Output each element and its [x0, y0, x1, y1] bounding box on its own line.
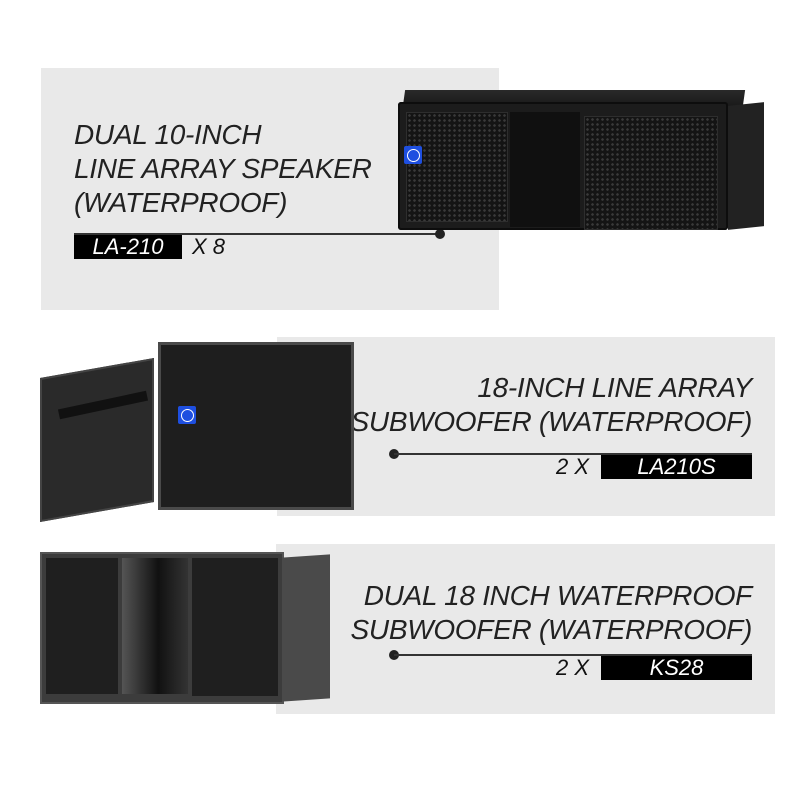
model-badge: KS28	[601, 656, 752, 680]
speaker-grille	[584, 116, 718, 230]
title-line: DUAL 10-INCH	[74, 119, 262, 150]
connector-dot	[435, 229, 445, 239]
connector-line	[74, 233, 440, 235]
product-title-ks28: DUAL 18 INCH WATERPROOF SUBWOOFER (WATER…	[350, 579, 753, 647]
title-line: (WATERPROOF)	[74, 187, 288, 218]
product-title-la210s: 18-INCH LINE ARRAY SUBWOOFER (WATERPROOF…	[350, 371, 753, 439]
product-panel-la210s	[277, 337, 775, 516]
speaker-grille	[46, 558, 118, 694]
model-badge: LA-210	[74, 235, 182, 259]
connector-line	[394, 453, 752, 455]
brand-logo-icon	[178, 406, 196, 424]
product-panel-ks28	[276, 544, 775, 714]
quantity-label: 2 X	[556, 655, 590, 680]
model-badge: LA210S	[601, 455, 752, 479]
product-title-la210: DUAL 10-INCH LINE ARRAY SPEAKER (WATERPR…	[74, 118, 372, 220]
title-line: SUBWOOFER (WATERPROOF)	[350, 614, 753, 645]
dual-18-subwoofer-image	[40, 552, 332, 704]
quantity-label: 2 X	[556, 454, 590, 479]
line-array-speaker-image	[398, 90, 770, 240]
title-line: SUBWOOFER (WATERPROOF)	[350, 406, 753, 437]
quantity-label: X 8	[192, 234, 226, 259]
brand-logo-icon	[404, 146, 422, 164]
title-line: 18-INCH LINE ARRAY	[477, 372, 752, 403]
title-line: DUAL 18 INCH WATERPROOF	[363, 580, 753, 611]
line-array-subwoofer-image	[40, 338, 354, 523]
speaker-grille	[192, 558, 278, 696]
connector-line	[394, 654, 752, 656]
speaker-grille	[406, 112, 508, 222]
title-line: LINE ARRAY SPEAKER	[74, 153, 372, 184]
